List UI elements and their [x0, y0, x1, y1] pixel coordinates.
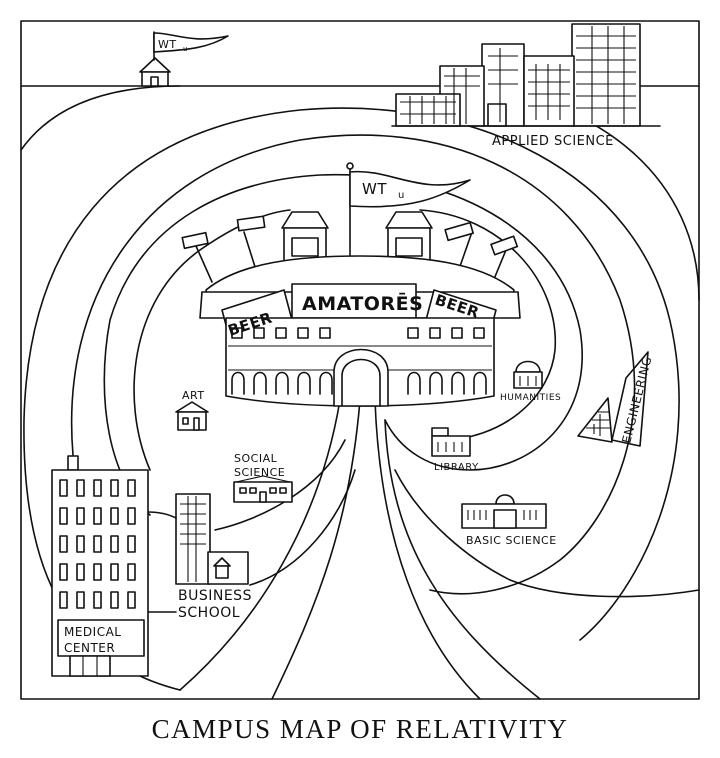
stadium-window	[451, 327, 463, 339]
stadium-arch	[253, 371, 267, 395]
medical-center-window	[59, 535, 68, 553]
main-pennant-sub: u	[398, 190, 405, 201]
medical-center-window	[127, 591, 136, 609]
stadium-arch	[319, 371, 333, 395]
medical-center-window	[59, 591, 68, 609]
library-label: LIBRARY	[434, 462, 479, 473]
stadium-arch	[407, 371, 421, 395]
business-school-label-line2: SCHOOL	[178, 605, 240, 621]
stadium-arch	[429, 371, 443, 395]
road-center-right	[384, 419, 541, 700]
medical-center-windows	[59, 479, 136, 609]
humanities-label: HUMANITIES	[500, 393, 561, 403]
humanities-building-icon	[513, 360, 543, 389]
medical-center-window	[127, 479, 136, 497]
medical-center-window	[110, 507, 119, 525]
stadium-window	[429, 327, 441, 339]
engineering-label-box	[611, 351, 649, 447]
stadium-window	[319, 327, 331, 339]
spiral-roads	[20, 85, 700, 700]
art-label: ART	[182, 389, 205, 402]
small-pennant-sub: u	[183, 45, 188, 53]
main-pennant-label: WT	[362, 180, 387, 198]
stadium-window	[473, 327, 485, 339]
small-house-icon	[139, 31, 229, 87]
medical-center-window	[110, 591, 119, 609]
social-science-label-line2: SCIENCE	[234, 466, 285, 479]
stadium-center-sign: AMATORĒS	[302, 292, 423, 315]
medical-center-window	[76, 591, 85, 609]
medical-center-window	[59, 507, 68, 525]
business-school-road	[147, 511, 177, 519]
stadium-tunnel-inner	[341, 358, 381, 407]
medical-center-window	[93, 507, 102, 525]
stadium-window	[231, 327, 243, 339]
medical-center-building-icon	[51, 455, 149, 677]
medical-center-window	[110, 535, 119, 553]
business-school-building-icon	[175, 493, 249, 585]
stadium-arch	[473, 371, 487, 395]
applied-science-building-icon	[391, 23, 661, 127]
road-center-right2	[374, 399, 481, 700]
medical-center-window	[59, 479, 68, 497]
road-right-lower	[394, 469, 700, 598]
medical-center-window	[93, 479, 102, 497]
medical-center-window	[76, 507, 85, 525]
map-title: CAMPUS MAP OF RELATIVITY	[152, 714, 569, 744]
medical-center-window	[76, 535, 85, 553]
basic-science-label: BASIC SCIENCE	[466, 534, 557, 547]
social-science-building-icon	[233, 475, 293, 503]
stadium-window	[407, 327, 419, 339]
stadium-arch	[297, 371, 311, 395]
road-center-left2	[179, 399, 341, 691]
medical-center-window	[76, 479, 85, 497]
medical-center-window	[110, 479, 119, 497]
road-outer-left	[20, 85, 181, 151]
medical-center-window	[127, 535, 136, 553]
medical-center-label-line2: CENTER	[64, 641, 115, 655]
art-building-icon	[175, 401, 209, 431]
road-spiral-e	[419, 209, 556, 441]
medical-center-window	[127, 563, 136, 581]
small-pennant-label: WT	[158, 38, 177, 51]
stadium-arch	[231, 371, 245, 395]
medical-center-label-line1: MEDICAL	[64, 625, 122, 639]
medical-center-window	[110, 563, 119, 581]
stadium-arch	[451, 371, 465, 395]
medical-center-window	[93, 535, 102, 553]
road-spiral-b	[70, 134, 636, 595]
library-building-icon	[431, 427, 471, 457]
basic-science-building-icon	[461, 494, 547, 529]
stadium-window	[297, 327, 309, 339]
social-science-label-line1: SOCIAL	[234, 452, 278, 465]
medical-center-window	[59, 563, 68, 581]
medical-center-window	[76, 563, 85, 581]
road-spiral-a	[23, 107, 680, 691]
medical-center-window	[127, 507, 136, 525]
stadium-window	[253, 327, 265, 339]
engineering-label: ENGINEERING	[619, 355, 654, 445]
stadium-windows	[231, 327, 487, 395]
stadium-window	[275, 327, 287, 339]
road-center-left	[271, 399, 361, 700]
medical-center-window	[93, 563, 102, 581]
map-frame	[20, 20, 700, 700]
medical-center-window	[93, 591, 102, 609]
business-school-label-line1: BUSINESS	[178, 588, 252, 604]
stadium-arch	[275, 371, 289, 395]
applied-science-label: APPLIED SCIENCE	[492, 134, 614, 149]
engineering-building-icon	[577, 397, 613, 443]
